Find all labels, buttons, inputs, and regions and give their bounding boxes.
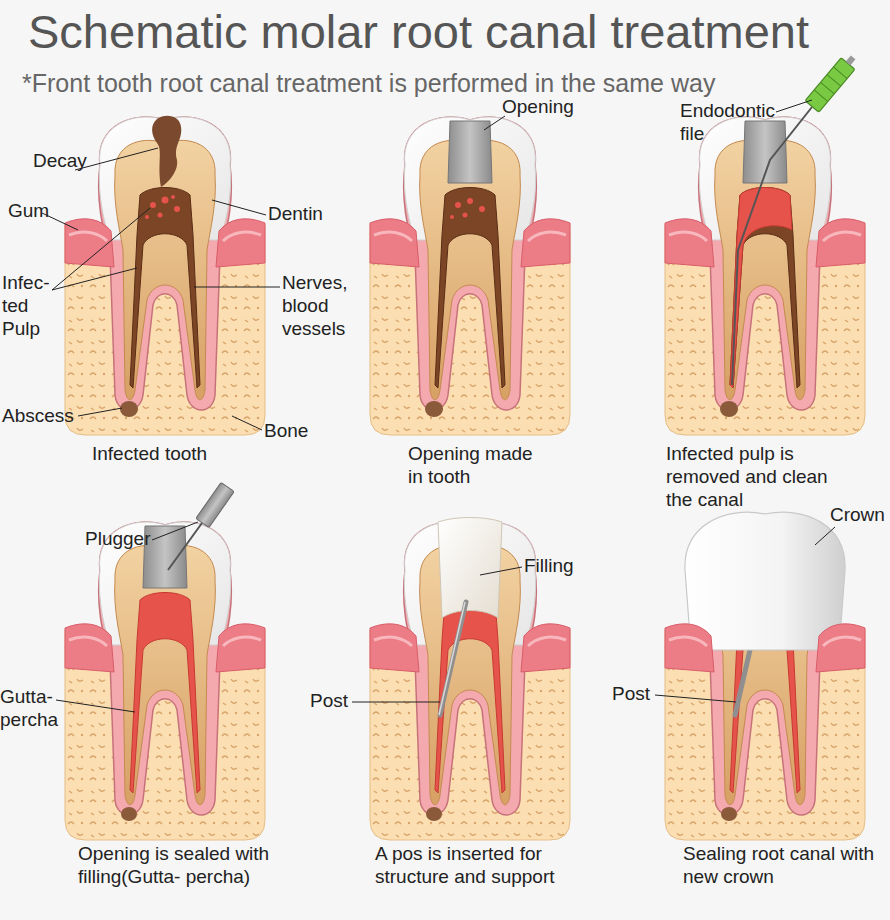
infection-spots bbox=[450, 198, 485, 219]
post-highlight bbox=[439, 602, 465, 715]
filling bbox=[438, 518, 502, 619]
crown bbox=[685, 512, 845, 650]
part-label: Infec- ted Pulp bbox=[2, 272, 58, 340]
tooth-crown bbox=[665, 512, 865, 840]
tooth bbox=[99, 522, 232, 815]
part-label: Abscess bbox=[2, 405, 74, 428]
step-caption: Opening is sealed with filling(Gutta- pe… bbox=[78, 843, 273, 889]
opening bbox=[448, 121, 492, 183]
infected-pulp bbox=[435, 188, 505, 389]
tooth-infected bbox=[65, 116, 265, 435]
step-caption: Opening made in tooth bbox=[408, 443, 548, 489]
part-label: Opening bbox=[502, 96, 574, 119]
tooth-sealed bbox=[65, 522, 265, 840]
abscess bbox=[426, 807, 442, 821]
subtitle-note: *Front tooth root canal treatment is per… bbox=[22, 68, 715, 98]
part-label: Post bbox=[310, 690, 348, 713]
post bbox=[440, 602, 466, 715]
gum bbox=[370, 624, 570, 672]
plugger-shaft bbox=[168, 523, 202, 570]
file-shaft bbox=[732, 107, 812, 385]
decay bbox=[152, 116, 181, 187]
gum bbox=[665, 624, 865, 672]
step-caption: A pos is inserted for structure and supp… bbox=[375, 843, 565, 889]
gutta-percha bbox=[435, 593, 505, 794]
abscess bbox=[721, 807, 737, 821]
gutta-percha bbox=[130, 593, 200, 794]
step-caption: Sealing root canal with new crown bbox=[683, 843, 890, 889]
part-label: Decay bbox=[33, 150, 87, 173]
part-label: Plugger bbox=[85, 528, 151, 551]
part-label: Crown bbox=[830, 504, 885, 527]
endodontic-file-handle bbox=[805, 52, 860, 113]
part-label: Endodontic file bbox=[680, 100, 780, 146]
cleaned-canal bbox=[730, 188, 792, 389]
plugger-handle bbox=[196, 482, 234, 527]
gum bbox=[65, 624, 265, 672]
part-label: Dentin bbox=[268, 203, 323, 226]
abscess bbox=[120, 401, 138, 417]
tooth bbox=[404, 117, 537, 410]
part-label: Post bbox=[612, 683, 650, 706]
infected-pulp bbox=[130, 188, 200, 389]
step-caption: Infected pulp is removed and clean the c… bbox=[666, 443, 856, 511]
gum bbox=[65, 219, 265, 267]
step-caption: Infected tooth bbox=[92, 443, 207, 466]
infection-spots bbox=[145, 195, 180, 219]
leader-lines bbox=[42, 100, 835, 712]
gum bbox=[370, 219, 570, 267]
tooth-cleaning bbox=[665, 117, 865, 435]
part-label: Nerves, blood vessels bbox=[282, 272, 362, 340]
abscess bbox=[425, 401, 443, 417]
part-label: Gum bbox=[8, 200, 49, 223]
gum bbox=[665, 219, 865, 267]
abscess bbox=[720, 401, 738, 417]
abscess bbox=[121, 807, 137, 821]
tooth-opening bbox=[370, 117, 570, 435]
diagram-title: Schematic molar root canal treatment bbox=[28, 4, 809, 60]
tooth bbox=[699, 117, 832, 410]
pulp bbox=[730, 188, 800, 389]
part-label: Filling bbox=[524, 555, 574, 578]
part-label: Bone bbox=[264, 420, 308, 443]
part-label: Gutta- percha bbox=[0, 686, 62, 732]
